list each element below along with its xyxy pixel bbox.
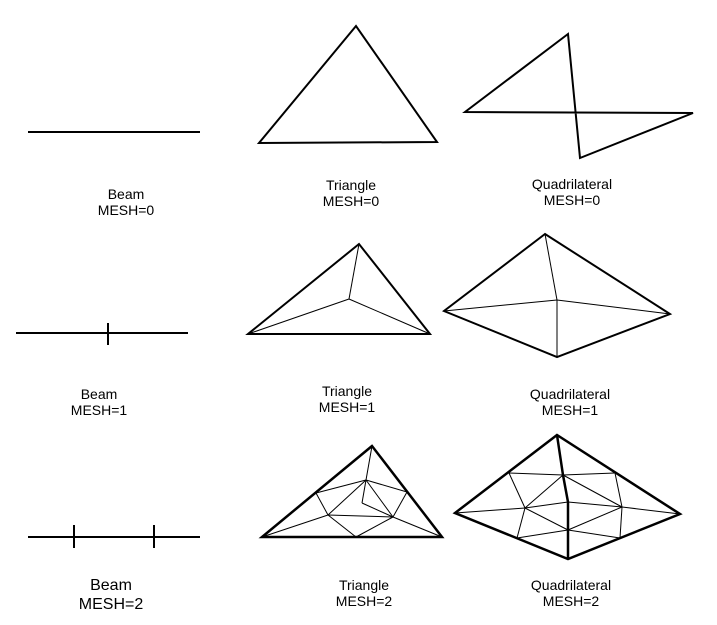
shape-name: Beam (107, 186, 145, 202)
beam-mesh1 (16, 323, 188, 345)
mesh-value: MESH=2 (78, 596, 144, 613)
quad-mesh0 (462, 32, 694, 160)
mesh-value: MESH=0 (543, 192, 601, 208)
shape-name: Triangle (321, 383, 373, 399)
mesh-value: MESH=0 (322, 193, 380, 209)
mesh-value: MESH=1 (541, 402, 599, 418)
beam-mesh2 (28, 525, 200, 548)
triangle-mesh2 (258, 444, 445, 539)
triangle-mesh1 (245, 242, 433, 335)
shape-name: Quadrilateral (531, 176, 613, 192)
shape-name: Triangle (338, 577, 390, 593)
mesh-value: MESH=2 (542, 593, 600, 609)
shape-name: Quadrilateral (529, 386, 611, 402)
quad-mesh1 (442, 232, 673, 359)
mesh-value: MESH=0 (97, 202, 155, 218)
triangle-mesh0 (256, 24, 439, 145)
mesh-value: MESH=1 (70, 402, 128, 418)
mesh-value: MESH=2 (335, 593, 393, 609)
shape-name: Triangle (325, 177, 377, 193)
shape-name: Beam (90, 577, 132, 594)
mesh-value: MESH=1 (318, 399, 376, 415)
quad-mesh2 (452, 433, 683, 561)
shape-name: Quadrilateral (530, 577, 612, 593)
shape-name: Beam (80, 386, 118, 402)
